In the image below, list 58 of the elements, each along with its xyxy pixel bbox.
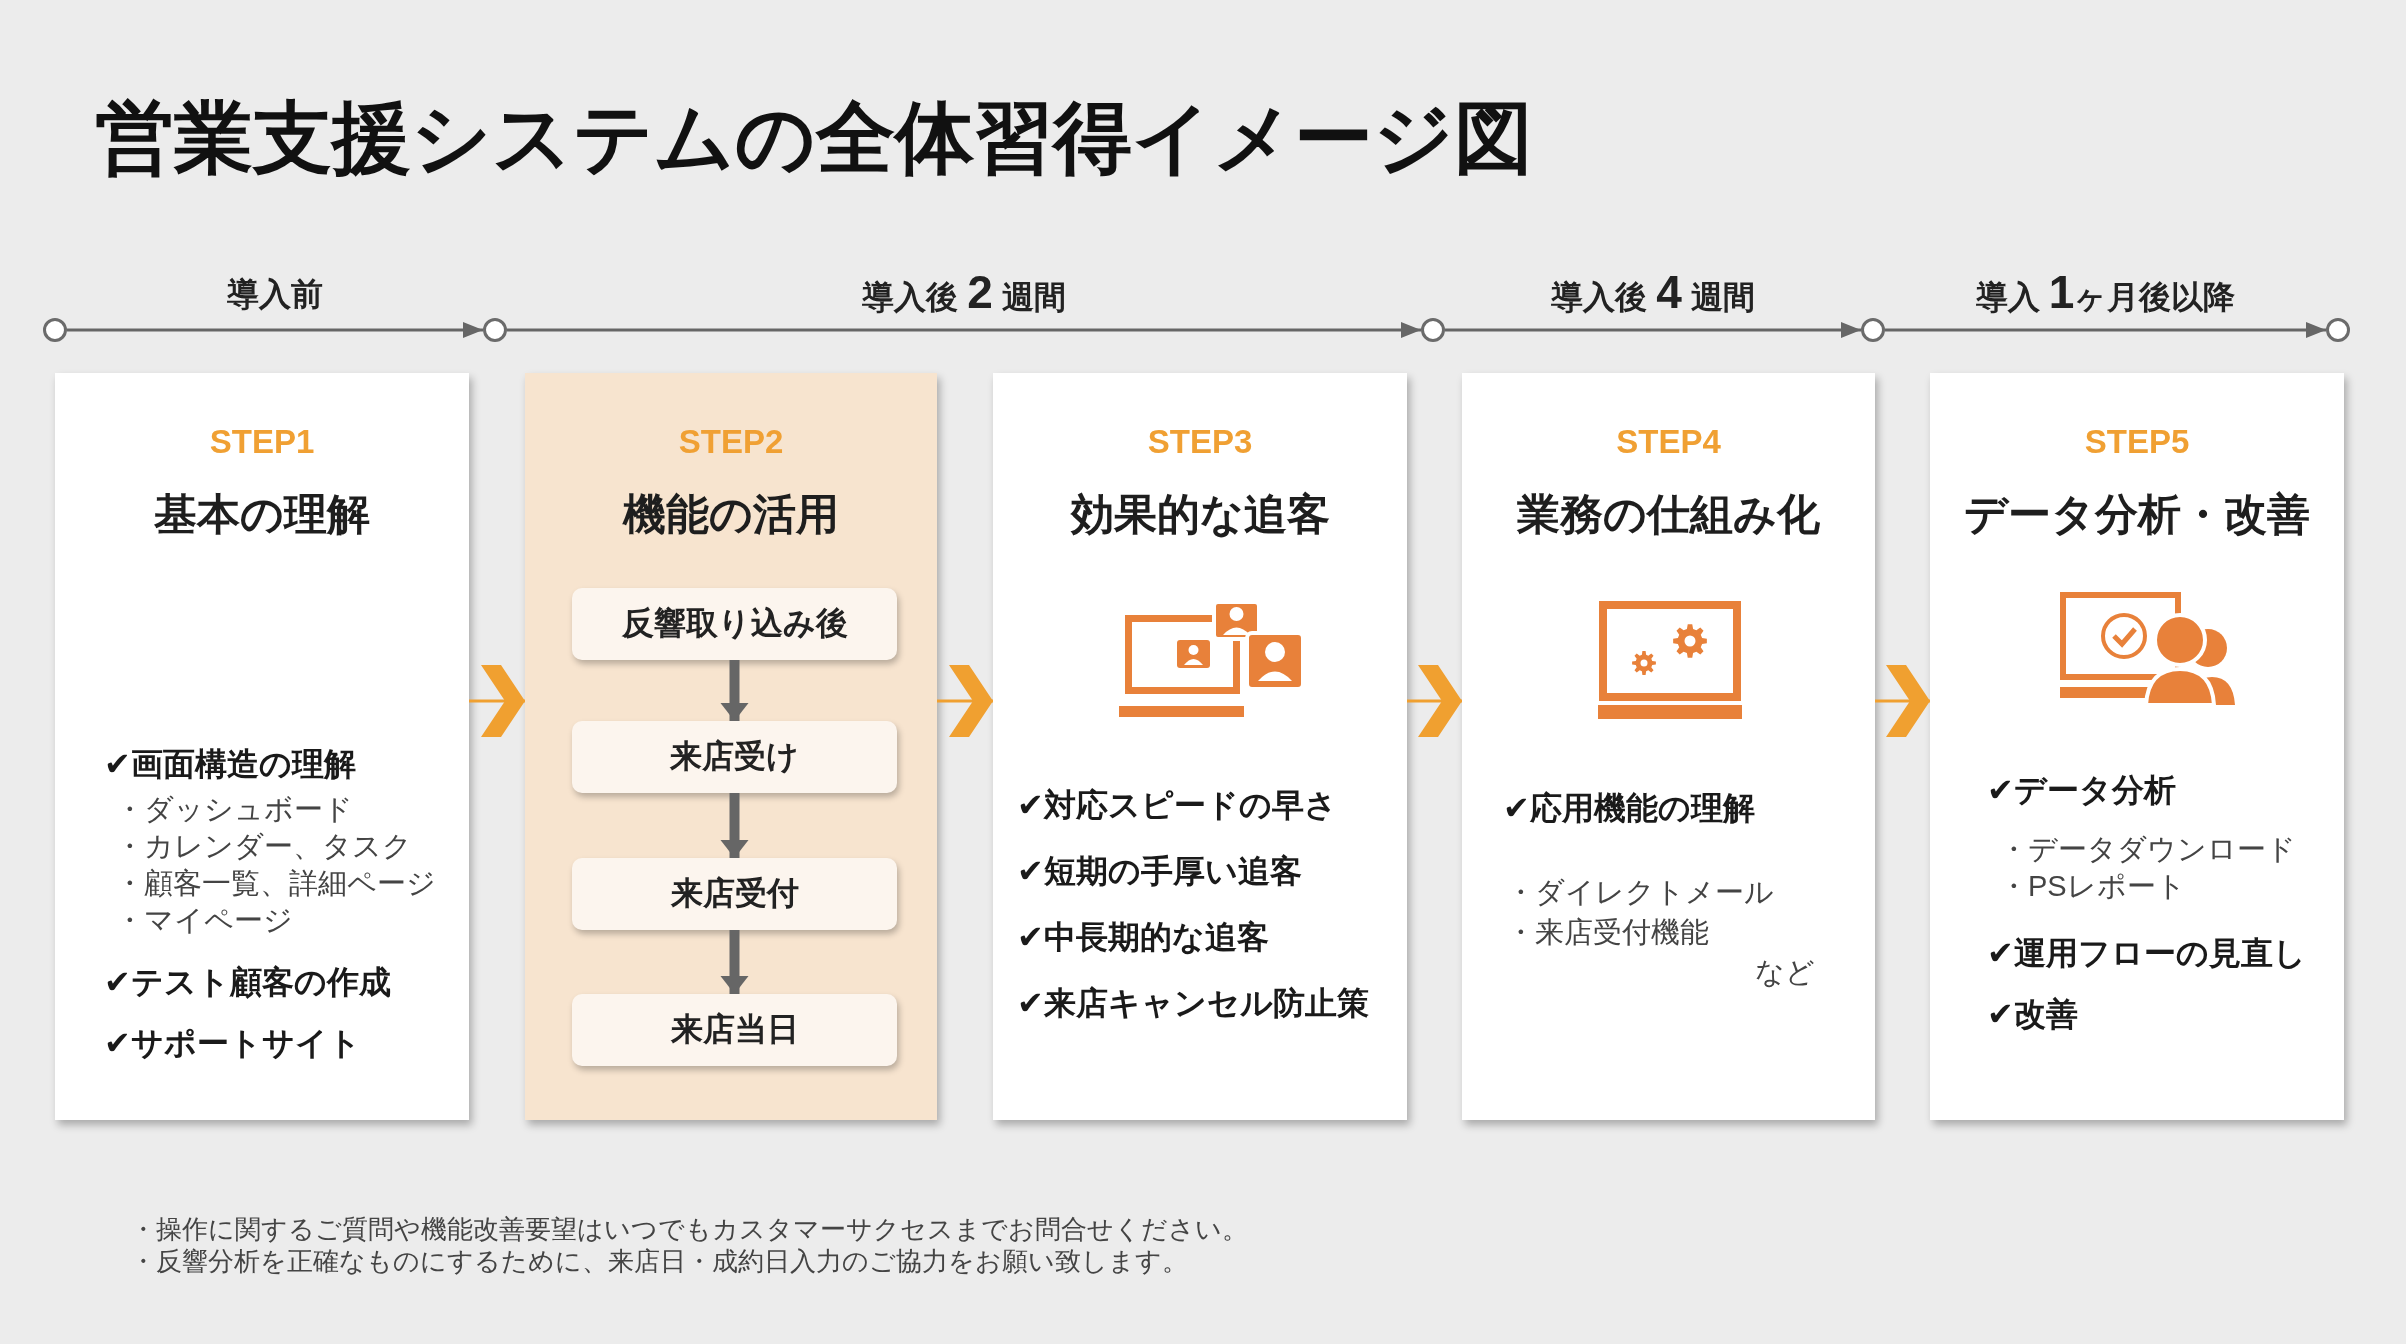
step-title: 機能の活用	[623, 489, 839, 540]
edge-label: 導入 1ヶ月後以降	[1975, 267, 2236, 320]
timeline-arrow	[507, 322, 1421, 338]
bullet-item: ・ダッシュボード	[115, 792, 353, 827]
footnote: ・操作に関するご質問や機能改善要望はいつでもカスタマーサクセスまでお問合せください。	[130, 1213, 1248, 1246]
footnote: ・反響分析を正確なものにするために、来店日・成約日入力のご協力をお願い致します。	[130, 1245, 1188, 1278]
timeline-circle	[43, 318, 67, 342]
bullet-item: ・PSレポート	[1999, 869, 2186, 904]
step-label: STEP3	[1147, 422, 1253, 462]
timeline-circle	[483, 318, 507, 342]
bullet-item: ・来店受付機能	[1506, 915, 1709, 950]
step-label: STEP5	[2084, 422, 2190, 462]
down-arrow	[720, 930, 749, 994]
title: 営業支援システムの全体習得イメージ図	[95, 92, 1533, 184]
timeline-circle	[1421, 318, 1445, 342]
step-label: STEP1	[209, 422, 315, 462]
checklist-item: ✔データ分析	[1987, 771, 2176, 810]
step-title: 基本の理解	[154, 489, 370, 540]
down-arrow	[720, 793, 749, 858]
edge-label: 導入後 2 週間	[862, 267, 1066, 320]
checklist-item: ✔対応スピードの早さ	[1017, 786, 1337, 825]
step-card	[55, 373, 469, 1120]
checklist-item: ✔サポートサイト	[104, 1024, 361, 1063]
timeline-arrow	[67, 322, 483, 338]
process-box: 反響取り込み後	[572, 588, 897, 660]
step-card	[1462, 373, 1875, 1120]
checklist-item: ✔来店キャンセル防止策	[1017, 984, 1369, 1023]
edge-label: 導入前	[227, 275, 323, 314]
timeline-circle	[1861, 318, 1885, 342]
step-title: 効果的な追客	[1070, 489, 1330, 540]
step-label: STEP4	[1616, 422, 1721, 462]
checklist-item: ✔改善	[1987, 995, 2078, 1034]
timeline-arrow	[1885, 322, 2326, 338]
step-title: データ分析・改善	[1964, 489, 2310, 540]
timeline-circle	[2326, 318, 2350, 342]
bullet-item: ・顧客一覧、詳細ページ	[115, 866, 436, 901]
process-box: 来店当日	[572, 994, 897, 1066]
note-text: など	[1755, 955, 1815, 990]
step-card	[525, 373, 937, 1120]
bullet-item: ・データダウンロード	[1999, 832, 2296, 867]
checklist-item: ✔中長期的な追客	[1017, 918, 1269, 957]
bullet-item: ・マイページ	[115, 903, 293, 938]
step-label: STEP2	[678, 422, 784, 462]
step-card	[1930, 373, 2344, 1120]
process-box: 来店受付	[572, 858, 897, 930]
checklist-item: ✔テスト顧客の作成	[104, 963, 391, 1002]
checklist-item: ✔短期の手厚い追客	[1017, 852, 1302, 891]
down-arrow	[720, 660, 749, 721]
checklist-item: ✔応用機能の理解	[1503, 789, 1755, 828]
edge-label: 導入後 4 週間	[1551, 267, 1755, 320]
checklist-item: ✔画面構造の理解	[104, 745, 356, 784]
step-card	[993, 373, 1407, 1120]
timeline-arrow	[1445, 322, 1861, 338]
checklist-item: ✔運用フローの見直し	[1987, 934, 2306, 973]
process-box: 来店受け	[572, 721, 897, 793]
bullet-item: ・カレンダー、タスク	[115, 829, 412, 864]
step-title: 業務の仕組み化	[1517, 489, 1820, 540]
bullet-item: ・ダイレクトメール	[1506, 875, 1774, 910]
